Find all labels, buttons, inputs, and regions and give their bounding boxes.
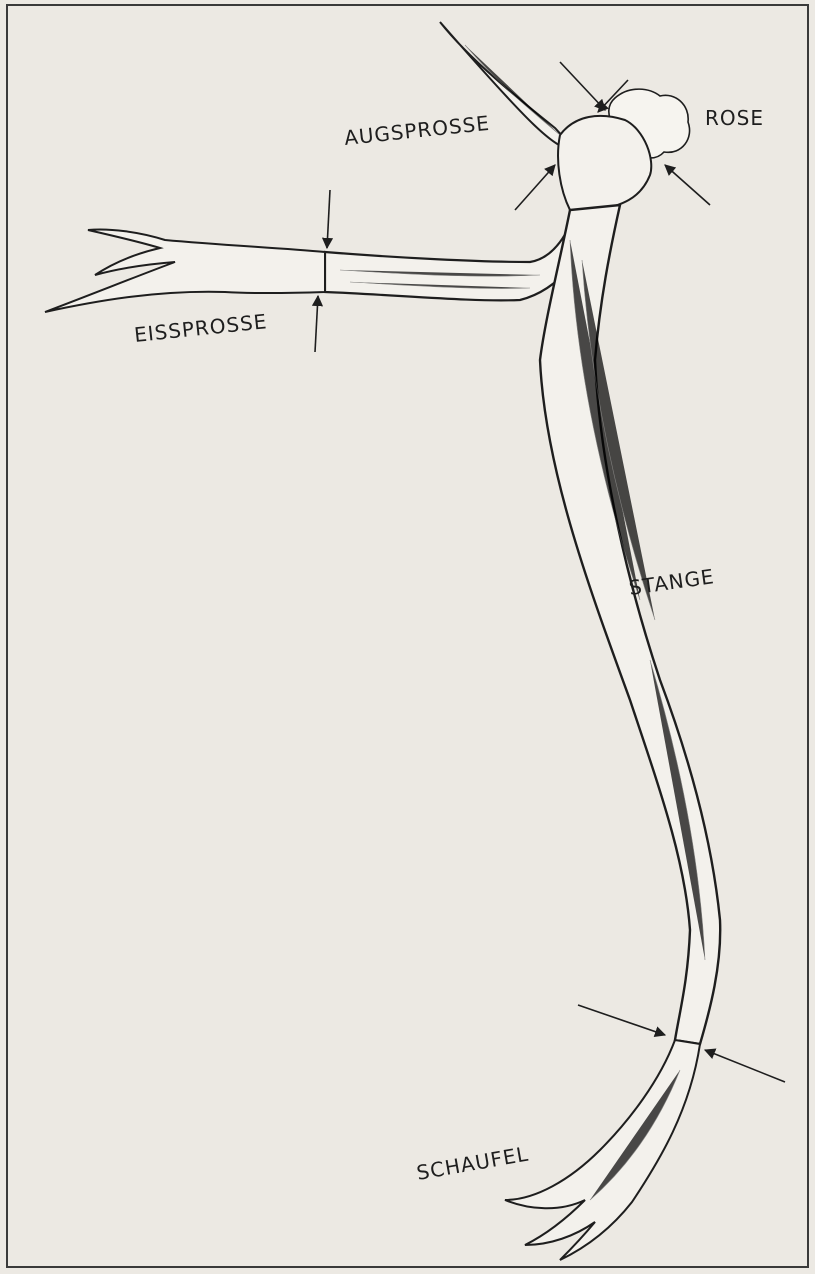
antler-base (558, 116, 651, 210)
label-augsprosse: AUGSPROSSE (343, 111, 491, 150)
rose-arrow (665, 165, 710, 205)
eissprosse-arrow-top (327, 190, 330, 248)
label-schaufel: SCHAUFEL (415, 1142, 531, 1185)
schaufel-arrow-right (705, 1050, 785, 1082)
antler-hatching (340, 45, 705, 1200)
stange-beam (540, 205, 720, 1044)
eissprosse-arrow-bottom (315, 296, 318, 352)
schaufel-arrow-left (578, 1005, 665, 1035)
augsprosse-arrow-left (515, 165, 555, 210)
eissprosse-tip (45, 229, 325, 312)
label-eissprosse: EISSPROSSE (133, 309, 268, 347)
schaufel-palm (505, 1040, 700, 1260)
label-rose: ROSE (705, 106, 764, 130)
augsprosse-arrow-top-1 (560, 62, 605, 110)
